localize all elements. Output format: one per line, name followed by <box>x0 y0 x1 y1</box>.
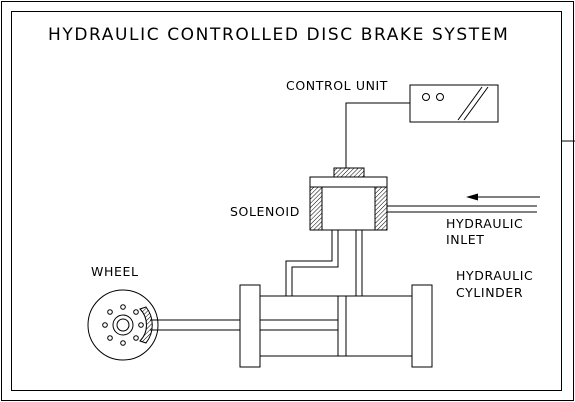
inlet-arrow-icon <box>466 193 540 201</box>
hydraulic-cylinder <box>239 284 433 368</box>
hydraulic-cylinder-label-1: HYDRAULIC <box>456 268 533 283</box>
control-unit-label: CONTROL UNIT <box>286 78 388 93</box>
diagram-title: HYDRAULIC CONTROLLED DISC BRAKE SYSTEM <box>48 25 509 45</box>
control-unit <box>409 84 499 123</box>
hydraulic-inlet-pipe <box>387 205 537 213</box>
hydraulic-cylinder-label-2: CYLINDER <box>456 285 523 300</box>
inner-border <box>11 11 562 391</box>
wheel <box>87 289 159 361</box>
solenoid-to-cylinder-pipes <box>285 230 363 296</box>
solenoid <box>309 167 388 231</box>
hydraulic-inlet-label-2: INLET <box>446 232 485 247</box>
piston-rod <box>150 319 240 331</box>
solenoid-label: SOLENOID <box>230 204 300 219</box>
control-wire <box>345 102 410 168</box>
hydraulic-inlet-label-1: HYDRAULIC <box>446 216 523 231</box>
wheel-label: WHEEL <box>91 264 139 279</box>
